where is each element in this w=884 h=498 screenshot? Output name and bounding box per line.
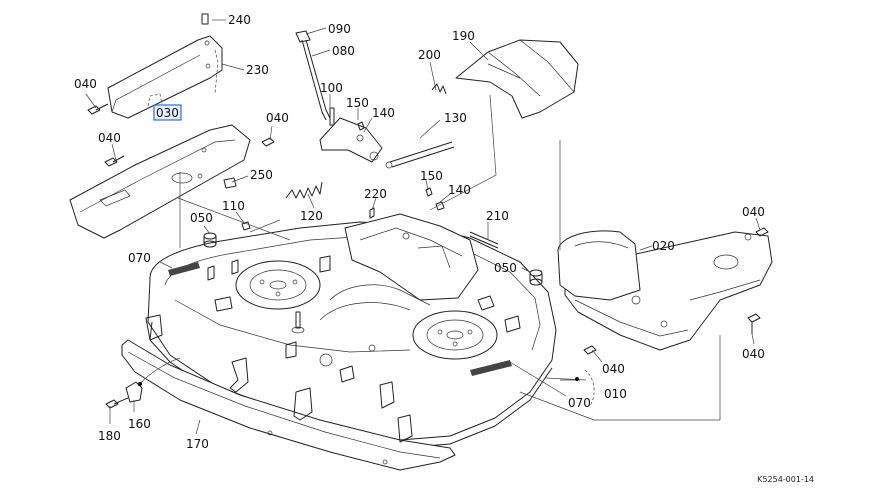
bolt-040-a xyxy=(87,103,109,115)
label-250: 250 xyxy=(250,168,273,182)
bolt-040-c xyxy=(261,137,275,147)
label-220: 220 xyxy=(364,187,387,201)
spacer-050-left xyxy=(203,232,217,248)
label-140-a: 140 xyxy=(372,106,395,120)
label-020: 020 xyxy=(652,239,675,253)
label-150-a: 150 xyxy=(346,96,369,110)
belt-cover-020 xyxy=(557,230,773,351)
label-170: 170 xyxy=(186,437,209,451)
pin-210 xyxy=(469,231,499,249)
bolt-040-d xyxy=(755,227,769,237)
label-210: 210 xyxy=(486,209,509,223)
cover-230 xyxy=(107,35,223,119)
discharge-grille-left xyxy=(168,262,200,276)
bolt-040-f xyxy=(747,313,761,334)
label-150-b: 150 xyxy=(420,169,443,183)
label-030-highlight xyxy=(153,104,182,121)
label-230: 230 xyxy=(246,63,269,77)
label-090: 090 xyxy=(328,22,351,36)
label-040-c: 040 xyxy=(266,111,289,125)
leader-lines xyxy=(85,19,761,435)
label-100: 100 xyxy=(320,81,343,95)
label-160: 160 xyxy=(128,417,151,431)
guard-190 xyxy=(455,39,579,119)
discharge-grille-right xyxy=(470,360,512,376)
label-050-a: 050 xyxy=(190,211,213,225)
cover-030 xyxy=(69,124,251,239)
label-070-a: 070 xyxy=(128,251,151,265)
spring-120 xyxy=(285,181,323,199)
label-110: 110 xyxy=(222,199,245,213)
label-070-b: 070 xyxy=(568,396,591,410)
spring-200 xyxy=(431,83,447,95)
label-140-b: 140 xyxy=(448,183,471,197)
label-040-f: 040 xyxy=(742,347,765,361)
label-080: 080 xyxy=(332,44,355,58)
label-130: 130 xyxy=(444,111,467,125)
label-190: 190 xyxy=(452,29,475,43)
label-010: 010 xyxy=(604,387,627,401)
label-040-b: 040 xyxy=(98,131,121,145)
part-labels: 240 230 040 030 040 040 250 090 080 100 … xyxy=(74,13,814,484)
label-050-b: 050 xyxy=(494,261,517,275)
label-030: 030 xyxy=(156,106,179,120)
bolt-180 xyxy=(105,397,129,409)
bolt-040-b xyxy=(104,155,125,167)
label-200: 200 xyxy=(418,48,441,62)
label-040-e: 040 xyxy=(602,362,625,376)
drawing-code: K5254-001-14 xyxy=(757,475,814,484)
label-240: 240 xyxy=(228,13,251,27)
bolt-040-e xyxy=(583,345,597,355)
spacer-050-right xyxy=(529,269,543,286)
rod-130 xyxy=(385,141,455,169)
label-180: 180 xyxy=(98,429,121,443)
label-040-d: 040 xyxy=(742,205,765,219)
label-120: 120 xyxy=(300,209,323,223)
lift-arm-080 xyxy=(295,30,383,163)
front-guard xyxy=(121,314,456,471)
label-040-a: 040 xyxy=(74,77,97,91)
pivot-bracket-220 xyxy=(344,213,479,301)
